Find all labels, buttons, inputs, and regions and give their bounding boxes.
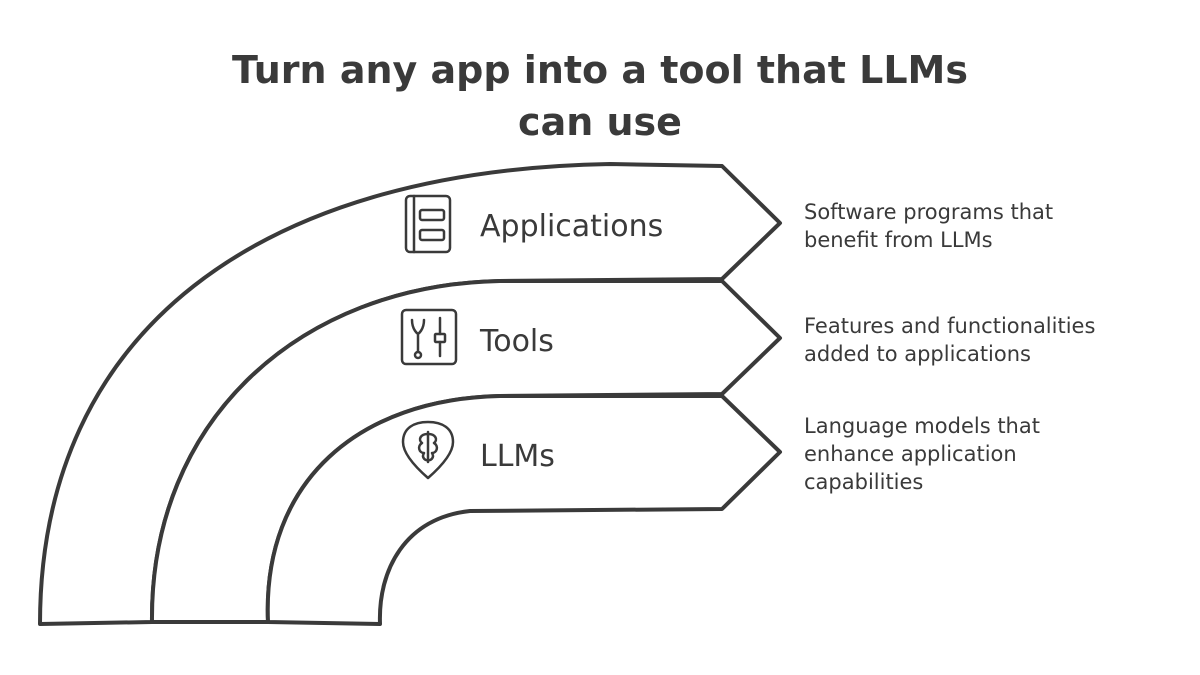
description-line: added to applications [804,342,1031,366]
description-line: benefit from LLMs [804,228,993,252]
band-llms [265,394,782,626]
description-line: capabilities [804,470,924,494]
title-line-1: Turn any app into a tool that LLMs [232,48,968,92]
title-line-2: can use [518,100,682,144]
description-llms: Language models that enhance application… [804,412,1164,496]
label-llms: LLMs [480,439,555,474]
label-applications: Applications [480,209,663,244]
brain-pin-icon [401,420,455,480]
diagram-title: Turn any app into a tool that LLMs can u… [0,44,1200,148]
description-line: Features and functionalities [804,314,1096,338]
description-applications: Software programs that benefit from LLMs [804,198,1164,254]
description-tools: Features and functionalities added to ap… [804,312,1164,368]
description-line: enhance application [804,442,1017,466]
description-line: Software programs that [804,200,1054,224]
wrench-screwdriver-icon [400,308,458,366]
description-line: Language models that [804,414,1040,438]
label-tools: Tools [479,324,554,359]
file-cabinet-icon [404,194,452,254]
